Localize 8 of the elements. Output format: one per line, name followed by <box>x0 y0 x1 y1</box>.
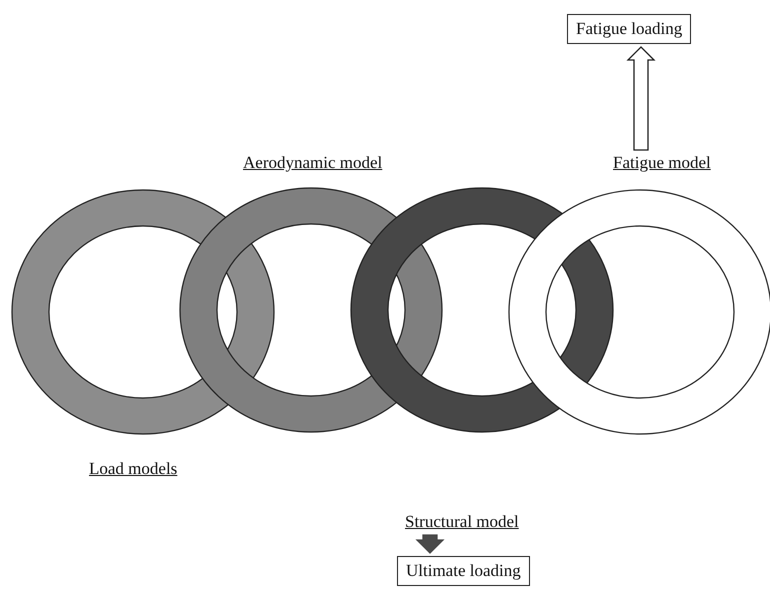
model-label: Load models <box>89 459 178 479</box>
block-arrow <box>415 534 445 554</box>
block-arrow <box>626 46 656 151</box>
model-label: Aerodynamic model <box>243 153 382 173</box>
model-label: Fatigue model <box>613 153 711 173</box>
output-box: Ultimate loading <box>397 556 530 586</box>
output-box: Fatigue loading <box>567 14 692 44</box>
model-label: Structural model <box>405 512 519 532</box>
